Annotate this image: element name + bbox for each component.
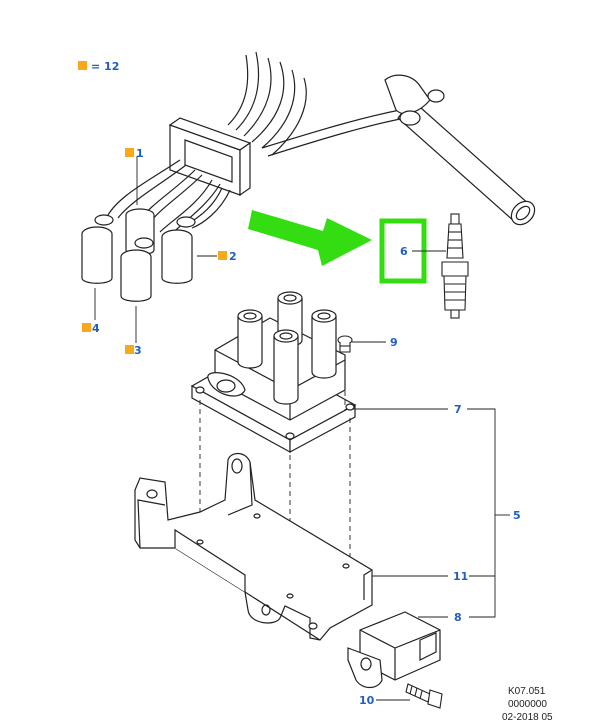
callout-4[interactable]: 4: [92, 322, 100, 335]
spark-plug[interactable]: [441, 213, 469, 319]
highlight-arrow: [248, 210, 372, 266]
reference-block: K07.051 0000000 02-2018 05: [502, 686, 553, 723]
footnote-markers: [82, 148, 227, 354]
callout-2[interactable]: 2: [229, 250, 237, 263]
lead-cap-4: [81, 214, 114, 284]
callout-3[interactable]: 3: [134, 344, 142, 357]
alignment-lines: [199, 355, 351, 595]
callout-1[interactable]: 1: [136, 147, 144, 160]
coil-tower-right: [311, 309, 337, 379]
lead-cap-2: [161, 216, 196, 284]
ignition-coil[interactable]: [190, 291, 357, 454]
coil-tower-front: [273, 329, 299, 405]
legend: = 12: [78, 60, 119, 73]
callout-5[interactable]: 5: [513, 509, 521, 522]
coil-tower-left: [237, 309, 263, 369]
ignition-leads[interactable]: [81, 51, 539, 302]
callout-labels: 1 2 3 4 5 6 7 8 9 10 11: [92, 147, 521, 707]
module-bolt[interactable]: [405, 683, 443, 709]
callout-6[interactable]: 6: [400, 245, 408, 258]
reference-code: K07.051: [508, 686, 546, 697]
marker-icon: [125, 148, 134, 157]
marker-icon: [218, 251, 227, 260]
ignition-module[interactable]: [347, 611, 441, 689]
marker-icon: [82, 323, 91, 332]
legend-text: = 12: [91, 60, 119, 73]
marker-icon: [125, 345, 134, 354]
marker-icon: [78, 61, 87, 70]
callout-11[interactable]: 11: [453, 570, 468, 583]
callout-7[interactable]: 7: [454, 403, 462, 416]
reference-number: 0000000: [508, 699, 547, 710]
callout-10[interactable]: 10: [359, 694, 375, 707]
leader-lines: [94, 156, 510, 701]
callout-8[interactable]: 8: [454, 611, 462, 624]
lead-separator-clip: [168, 117, 252, 197]
mounting-bracket[interactable]: [134, 452, 373, 641]
coil-bolt[interactable]: [337, 335, 353, 353]
reference-date: 02-2018 05: [502, 712, 553, 723]
lead-cap-3: [120, 237, 154, 302]
plug-boot: [384, 74, 536, 226]
callout-9[interactable]: 9: [390, 336, 398, 349]
